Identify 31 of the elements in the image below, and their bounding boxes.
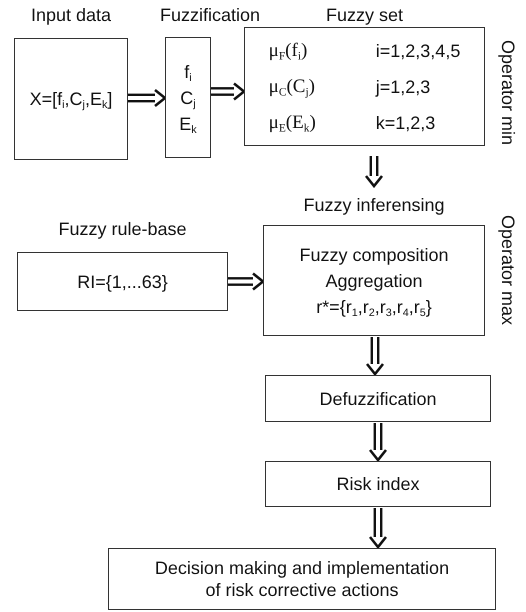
box-heading: Fuzzification (160, 4, 260, 27)
box-text: Defuzzification (319, 388, 437, 410)
double-arrow (366, 336, 384, 376)
box-text: Fuzzy composition (299, 244, 449, 266)
box-text: r*={r$_{1}$,r$_{2}$,r$_{3}$,r$_{4}$,r$_{5}$} (316, 296, 432, 318)
box-heading: Fuzzy set (326, 4, 404, 27)
double-arrow (368, 422, 388, 462)
box-text: k=1,2,3 (376, 112, 436, 134)
double-arrow (226, 272, 264, 291)
box-text: j=1,2,3 (376, 76, 432, 98)
box-text: C$_{j}$ (180, 86, 196, 110)
operator-label: Operator min (497, 40, 518, 146)
double-arrow (364, 154, 384, 188)
box-text: f$_{i}$ (184, 60, 192, 84)
box-text: μ$_{F}$(f$_{i}$) (268, 38, 308, 62)
double-arrow (210, 82, 246, 101)
double-arrow (368, 506, 388, 548)
double-arrow (126, 88, 166, 108)
box-text: X=[f$_{i}$,C$_{j}$,E$_{k}$] (30, 88, 112, 111)
operator-label: Operator max (497, 215, 518, 326)
box-text: μ$_{E}$(E$_{k}$) (268, 110, 316, 134)
box-text: Risk index (336, 473, 420, 496)
box-text: μ$_{C}$(C$_{j}$) (268, 74, 316, 98)
box-text: Aggregation (325, 270, 423, 292)
box-heading: Fuzzy inferensing (303, 194, 445, 217)
box-text: RI={1,...63} (77, 270, 168, 294)
box-text: Decision making and implementation of risk corrective actions (154, 557, 450, 601)
box-text: E$_{k}$ (179, 112, 197, 136)
box-text: i=1,2,3,4,5 (376, 40, 460, 62)
box-heading: Fuzzy rule-base (58, 218, 187, 241)
box-heading: Input data (30, 4, 112, 27)
